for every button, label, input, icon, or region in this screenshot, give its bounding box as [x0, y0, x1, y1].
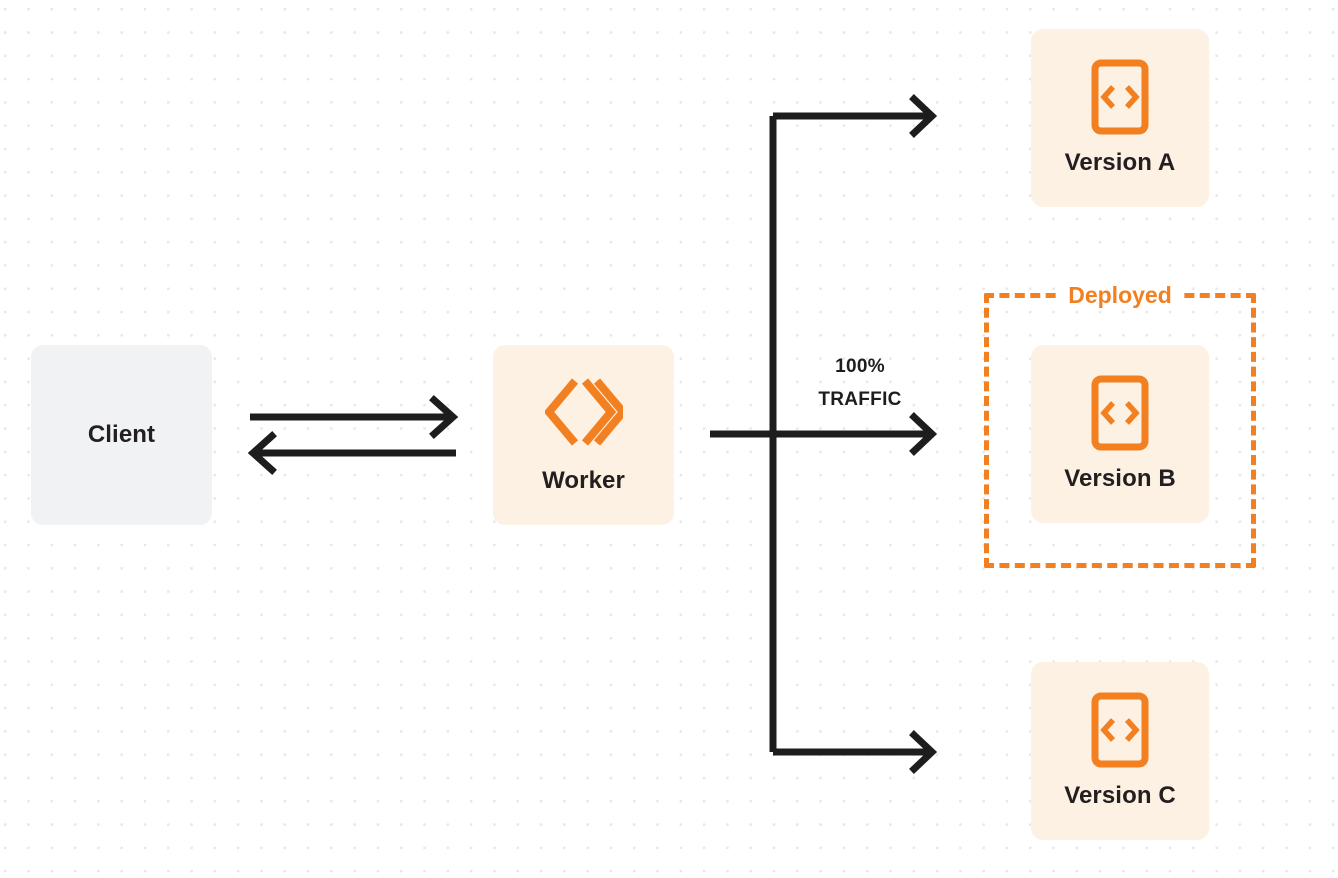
worker-node[interactable]: Worker: [493, 345, 674, 525]
arrow-worker-to-client-head: [247, 431, 277, 475]
arrowhead-version-a: [909, 94, 938, 138]
deployed-group-boundary: Deployed: [984, 281, 1256, 568]
code-file-icon: [1091, 59, 1149, 135]
cloudflare-workers-logo-icon: [544, 375, 623, 449]
arrowhead-version-c: [909, 730, 938, 774]
code-file-icon: [1091, 375, 1149, 451]
version-b-node[interactable]: Version B: [1031, 345, 1209, 523]
version-b-node-label: Version B: [1064, 465, 1176, 492]
arrowhead-version-b: [909, 412, 938, 456]
worker-node-label: Worker: [542, 467, 625, 494]
client-node-label: Client: [87, 421, 156, 448]
traffic-percent-caption: TRAFFIC: [818, 389, 902, 410]
version-a-node[interactable]: Version A: [1031, 29, 1209, 207]
deployed-group-label: Deployed: [1057, 281, 1183, 309]
client-node[interactable]: Client: [31, 345, 212, 525]
code-file-icon: [1091, 692, 1149, 768]
version-a-node-label: Version A: [1064, 149, 1176, 176]
arrow-client-to-worker-head: [429, 395, 459, 439]
version-c-node-label: Version C: [1064, 782, 1176, 809]
traffic-percentage-label: 100% TRAFFIC: [792, 350, 928, 416]
traffic-percent-value: 100%: [835, 356, 885, 377]
version-c-node[interactable]: Version C: [1031, 662, 1209, 840]
